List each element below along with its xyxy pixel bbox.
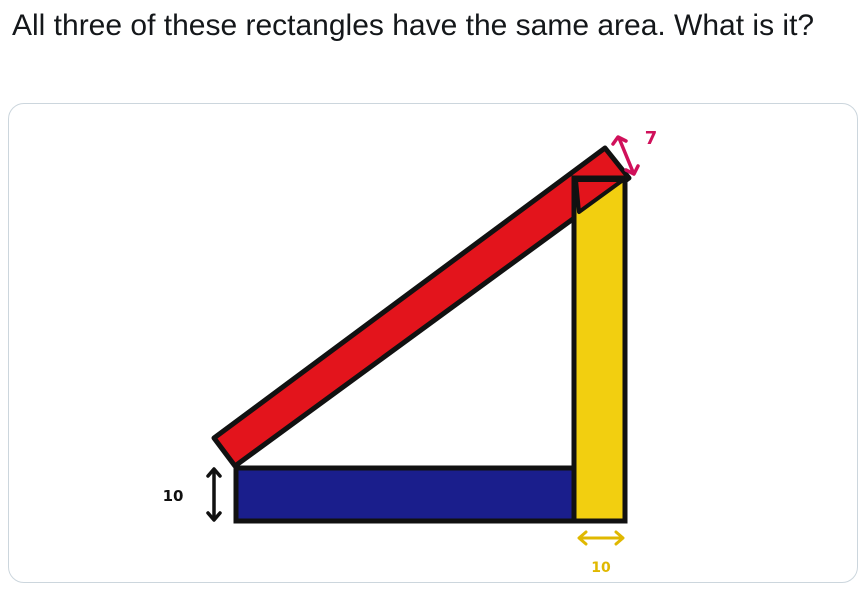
red-width-label: 7: [645, 128, 658, 149]
tweet-text: All three of these rectangles have the s…: [12, 9, 815, 42]
puzzle-drawing: 10 10 7: [163, 128, 658, 576]
red-width-arrow: [611, 135, 640, 176]
blue-height-label: 10: [163, 487, 184, 505]
yellow-width-arrow: [577, 530, 625, 546]
red-overlap-corner: [574, 178, 625, 214]
blue-height-arrow: [206, 467, 222, 522]
red-rectangle: [211, 145, 632, 469]
yellow-rectangle: [571, 175, 628, 524]
blue-rectangle: [233, 465, 577, 524]
puzzle-image[interactable]: 10 10 7: [8, 103, 858, 583]
yellow-width-label: 10: [591, 560, 611, 576]
